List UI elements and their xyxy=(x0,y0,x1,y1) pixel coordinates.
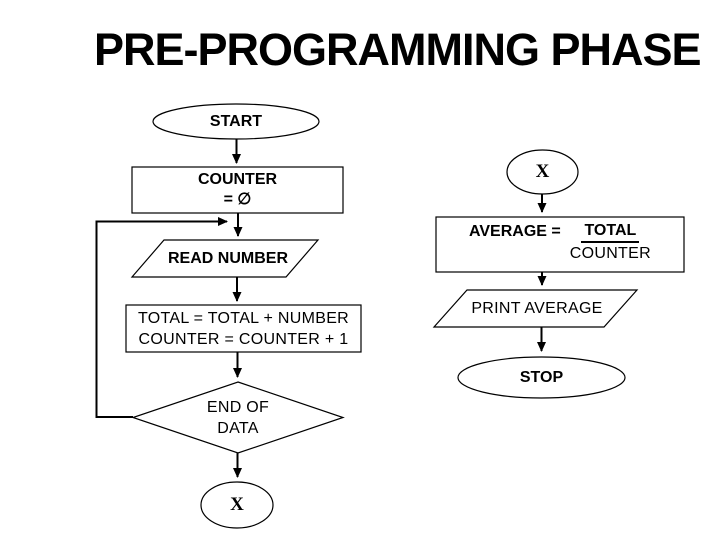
process-label: TOTAL = TOTAL + NUMBER COUNTER = COUNTER… xyxy=(126,305,361,352)
init-process-shape xyxy=(131,166,344,214)
init-label: COUNTER = ∅ xyxy=(132,167,343,213)
decision-label-line2: DATA xyxy=(217,419,259,437)
start-label: START xyxy=(209,112,263,130)
average-process-shape xyxy=(435,216,685,273)
init-label-line2: = ∅ xyxy=(223,191,252,208)
formula-numerator: TOTAL xyxy=(581,223,640,243)
process-line1: TOTAL = TOTAL + NUMBER xyxy=(137,309,350,327)
connector-right-label: X xyxy=(535,161,550,182)
connector-oval-left-shape xyxy=(200,481,274,529)
connector-oval-right-shape xyxy=(506,149,579,195)
stop-label: STOP xyxy=(519,368,564,386)
stop-terminator-shape xyxy=(457,356,626,399)
process-line2: COUNTER = COUNTER + 1 xyxy=(138,330,349,348)
formula-fraction: TOTAL COUNTER xyxy=(570,223,651,262)
connector-left-label: X xyxy=(230,494,244,515)
start-terminator-shape xyxy=(152,103,320,140)
read-input-shape xyxy=(130,239,320,278)
decision-label: END OF DATA xyxy=(133,383,343,452)
process-shape xyxy=(125,304,362,353)
init-label-line1: COUNTER xyxy=(197,171,278,188)
formula-denominator: COUNTER xyxy=(569,245,651,262)
slide-title: PRE-PROGRAMMING PHASE xyxy=(94,24,702,75)
print-label: PRINT AVERAGE xyxy=(471,300,603,317)
formula-lhs: AVERAGE = xyxy=(469,223,561,240)
print-output-shape xyxy=(432,289,639,328)
decision-diamond-shape xyxy=(131,381,345,454)
read-label: READ NUMBER xyxy=(168,249,288,267)
decision-label-line1: END OF xyxy=(206,398,270,416)
flowline-loop-back xyxy=(95,217,228,418)
average-formula: AVERAGE = TOTAL COUNTER xyxy=(436,217,684,272)
